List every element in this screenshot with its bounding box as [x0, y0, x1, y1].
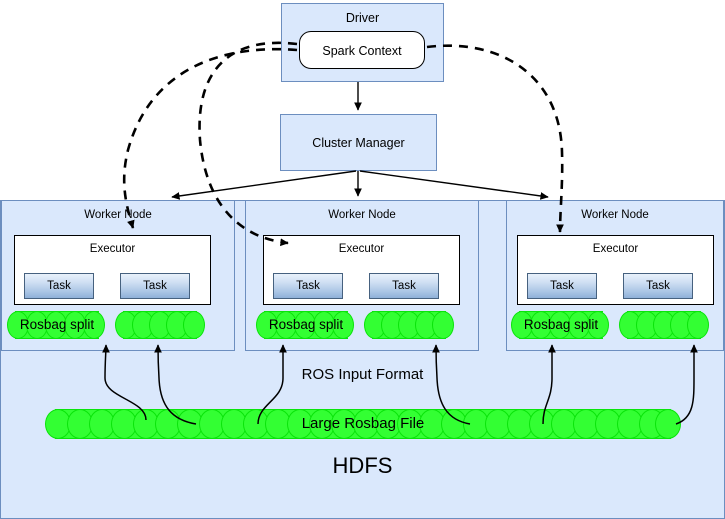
rosbag-split-cylinder-1: Rosbag split [7, 311, 107, 339]
task-box-3a[interactable]: Task [527, 273, 597, 299]
hdfs-label: HDFS [332, 453, 393, 478]
task-box-2a[interactable]: Task [273, 273, 343, 299]
rosbag-split-cylinder-3b [619, 311, 709, 339]
rosbag-split-cylinder-3: Rosbag split [511, 311, 611, 339]
cluster-manager-label: Cluster Manager [312, 136, 405, 150]
task-box-1a[interactable]: Task [24, 273, 94, 299]
task-box-3b[interactable]: Task [623, 273, 693, 299]
executor-label: Executor [592, 243, 639, 255]
rosbag-split-cylinder-1b [115, 311, 205, 339]
task-label: Task [550, 280, 574, 292]
arrow-cm-to-worker-1 [171, 170, 357, 200]
task-label: Task [47, 280, 71, 292]
driver-label: Driver [345, 11, 380, 25]
rosbag-split-label: Rosbag split [523, 317, 599, 332]
task-label: Task [296, 280, 320, 292]
rosbag-split-label: Rosbag split [268, 317, 344, 332]
spark-context-label: Spark Context [322, 44, 402, 58]
task-label: Task [392, 280, 416, 292]
rosbag-split-label: Rosbag split [19, 317, 95, 332]
large-rosbag-file-cylinder: Large Rosbag File [45, 409, 681, 439]
worker-node-label: Worker Node [84, 209, 152, 221]
task-box-1b[interactable]: Task [120, 273, 190, 299]
task-box-2b[interactable]: Task [369, 273, 439, 299]
worker-node-label: Worker Node [581, 209, 649, 221]
spark-context-box[interactable]: Spark Context [299, 31, 425, 69]
worker-node-label: Worker Node [328, 209, 396, 221]
rosbag-split-cylinder-2: Rosbag split [256, 311, 356, 339]
arrow-cm-to-worker-3 [359, 170, 549, 200]
large-rosbag-file-label: Large Rosbag File [301, 415, 425, 432]
task-label: Task [646, 280, 670, 292]
executor-label: Executor [338, 243, 385, 255]
executor-label: Executor [89, 243, 136, 255]
task-label: Task [143, 280, 167, 292]
ros-input-format-label: ROS Input Format [301, 366, 424, 383]
cluster-manager-box[interactable]: Cluster Manager [280, 114, 437, 171]
rosbag-split-cylinder-2b [364, 311, 454, 339]
